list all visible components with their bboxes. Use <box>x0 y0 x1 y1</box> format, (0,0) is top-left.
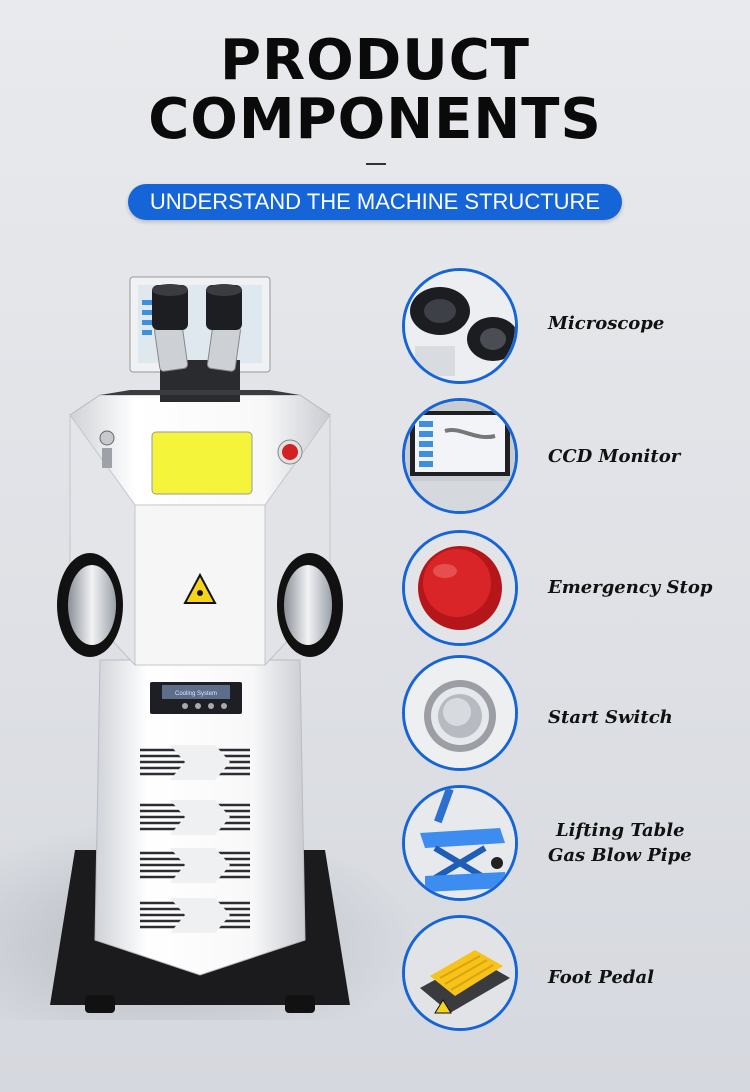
component-start-switch: Start Switch <box>402 655 750 775</box>
component-label-secondary: Gas Blow Pipe <box>548 845 692 866</box>
microscope-icon <box>402 268 518 384</box>
subtitle-badge: UNDERSTAND THE MACHINE STRUCTURE <box>128 184 622 220</box>
component-label: Emergency Stop <box>548 577 713 598</box>
lifting-table-icon <box>402 785 518 901</box>
component-label: Start Switch <box>548 707 673 728</box>
component-label: Lifting Table <box>556 820 685 841</box>
component-ccd-monitor: CCD Monitor <box>402 398 750 518</box>
component-label: CCD Monitor <box>548 446 681 467</box>
page-title-line2: COMPONENTS <box>148 87 602 152</box>
page-title-line1: PRODUCT <box>219 28 531 93</box>
start-switch-icon <box>402 655 518 771</box>
monitor-icon <box>402 398 518 514</box>
component-foot-pedal: Foot Pedal <box>402 915 750 1035</box>
cooling-panel-text: Cooling System <box>175 691 217 697</box>
welding-machine-illustration: Cooling System <box>50 276 350 1013</box>
foot-pedal-icon <box>402 915 518 1031</box>
component-microscope: Microscope <box>402 268 750 388</box>
component-label: Microscope <box>548 313 665 334</box>
component-lifting-table: Lifting Table Gas Blow Pipe <box>402 785 750 905</box>
component-emergency-stop: Emergency Stop <box>402 530 750 650</box>
component-label: Foot Pedal <box>548 967 654 988</box>
emergency-stop-icon <box>402 530 518 646</box>
title-divider <box>366 163 386 165</box>
